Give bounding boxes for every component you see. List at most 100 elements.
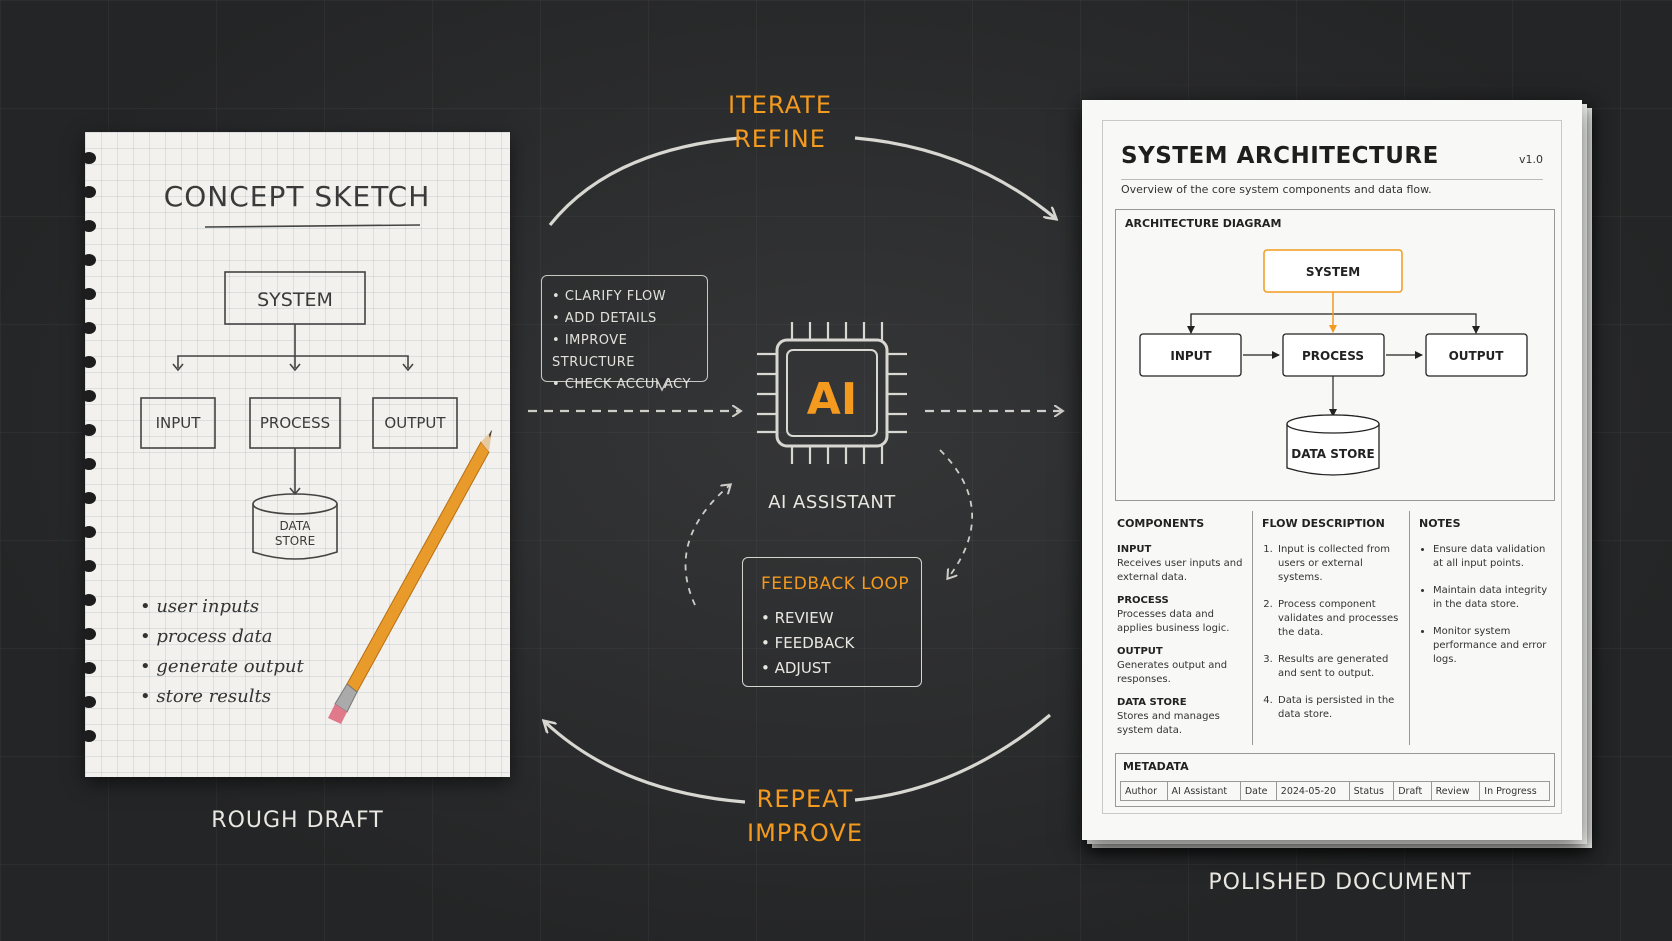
svg-text:INPUT: INPUT [1170, 349, 1212, 363]
meta-status-value: Draft [1393, 781, 1432, 801]
component-name: OUTPUT [1117, 646, 1163, 657]
sketch-datastore-line1: DATA [280, 519, 312, 533]
doc-subtitle: Overview of the core system components a… [1121, 183, 1432, 196]
svg-text:DATA STORE: DATA STORE [1291, 447, 1375, 461]
feedback-loop-box: FEEDBACK LOOP REVIEW FEEDBACK ADJUST [742, 557, 922, 687]
svg-text:DATA: DATA [280, 519, 312, 533]
svg-text:INPUT: INPUT [156, 414, 202, 432]
node-output [1425, 333, 1528, 377]
sketch-output-box: OUTPUT [384, 414, 446, 432]
svg-text:CONCEPT SKETCH: CONCEPT SKETCH [164, 180, 431, 213]
bubble-tail [655, 378, 669, 392]
repeat-improve-label: REPEAT IMPROVE [720, 782, 890, 850]
improve-text: IMPROVE [747, 819, 863, 847]
column-divider [1252, 511, 1253, 745]
meta-date-label: Date [1239, 781, 1277, 801]
svg-text:OUTPUT: OUTPUT [1449, 349, 1505, 363]
sketch-bullet: process data [140, 622, 304, 652]
iterate-refine-label: ITERATE REFINE [695, 88, 865, 156]
components-column: COMPONENTS INPUT Receives user inputs and… [1117, 517, 1245, 747]
sketch-datastore-line2: STORE [275, 534, 315, 548]
meta-author-value: AI Assistant [1166, 781, 1241, 801]
note-item: Maintain data integrity in the data stor… [1433, 584, 1551, 612]
flow-description-column: FLOW DESCRIPTION Input is collected from… [1262, 517, 1404, 735]
sketch-bullet: user inputs [140, 592, 304, 622]
polished-document-caption: POLISHED DOCUMENT [1208, 870, 1472, 895]
refine-text: REFINE [734, 125, 826, 153]
metadata-table: Author AI Assistant Date 2024-05-20 Stat… [1120, 781, 1550, 801]
polished-document: SYSTEM ARCHITECTURE v1.0 Overview of the… [1082, 100, 1582, 840]
top-arc-left [548, 136, 741, 227]
doc-title: SYSTEM ARCHITECTURE [1121, 143, 1439, 169]
svg-text:PROCESS: PROCESS [1302, 349, 1364, 363]
svg-text:OUTPUT: OUTPUT [384, 414, 446, 432]
feedback-item: ADJUST [761, 656, 854, 681]
architecture-diagram-label: ARCHITECTURE DIAGRAM [1125, 217, 1282, 230]
feedback-item: FEEDBACK [761, 631, 855, 656]
flow-step: Data is persisted in the data store. [1276, 694, 1404, 722]
sketch-bullet: generate output [140, 652, 303, 682]
suggestion-item: ADD DETAILS [552, 308, 707, 330]
repeat-text: REPEAT [756, 785, 854, 813]
sketch-title: CONCEPT SKETCH [164, 180, 431, 213]
ai-chip-label: AI [807, 374, 857, 425]
ai-assistant-caption: AI ASSISTANT [768, 492, 896, 513]
meta-review-value: In Progress [1479, 781, 1550, 801]
component-desc: Stores and manages system data. [1117, 711, 1220, 736]
component-desc: Receives user inputs and external data. [1117, 558, 1243, 583]
suggestions-bubble: CLARIFY FLOW ADD DETAILS IMPROVE STRUCTU… [541, 275, 708, 392]
bottom-arc-left [545, 722, 746, 804]
column-divider [1409, 511, 1410, 745]
loop-arc-left [684, 485, 730, 606]
top-arc-right [854, 136, 1055, 218]
flow-step: Input is collected from users or externa… [1276, 543, 1404, 585]
svg-text:SYSTEM: SYSTEM [257, 289, 333, 311]
meta-date-value: 2024-05-20 [1275, 781, 1350, 801]
bottom-arc-right [854, 713, 1052, 802]
rough-draft-caption: ROUGH DRAFT [211, 808, 384, 833]
svg-text:STORE: STORE [275, 534, 315, 548]
title-divider [1121, 179, 1543, 180]
iterate-text: ITERATE [728, 91, 832, 119]
suggestion-item: CLARIFY FLOW [552, 286, 707, 308]
feedback-item: REVIEW [761, 606, 854, 631]
suggestion-item: CHECK ACCURACY [552, 374, 707, 396]
sketch-process-box: PROCESS [260, 414, 330, 432]
suggestion-item: IMPROVE STRUCTURE [552, 330, 707, 374]
flow-description-title: FLOW DESCRIPTION [1262, 517, 1385, 530]
component-name: DATA STORE [1117, 697, 1187, 708]
svg-text:AI: AI [807, 374, 857, 425]
feedback-loop-title: FEEDBACK LOOP [761, 574, 910, 594]
svg-text:PROCESS: PROCESS [260, 414, 330, 432]
doc-version: v1.0 [1518, 153, 1543, 166]
metadata-section: METADATA Author AI Assistant Date 2024-0… [1115, 753, 1555, 807]
ai-chip-icon: AI [752, 318, 912, 468]
components-title: COMPONENTS [1117, 517, 1205, 530]
note-item: Monitor system performance and error log… [1433, 625, 1551, 667]
metadata-title: METADATA [1123, 760, 1189, 773]
meta-status-label: Status [1348, 781, 1395, 801]
svg-text:SYSTEM: SYSTEM [1306, 265, 1360, 279]
sketch-input-box: INPUT [156, 414, 202, 432]
sketch-bullet-list: user inputs process data generate output… [140, 592, 304, 712]
node-input [1139, 333, 1242, 377]
flow-step: Process component validates and processe… [1276, 598, 1404, 640]
meta-review-label: Review [1430, 781, 1481, 801]
component-desc: Generates output and responses. [1117, 660, 1228, 685]
notes-column: NOTES Ensure data validation at all inpu… [1419, 517, 1551, 680]
loop-arc-right [939, 449, 974, 578]
sketch-bullet: store results [140, 682, 304, 712]
sketch-diagram: CONCEPT SKETCH SYSTEM INPUT PROCESS OUTP… [140, 180, 492, 724]
flow-step: Results are generated and sent to output… [1276, 653, 1404, 681]
architecture-diagram: ARCHITECTURE DIAGRAM SYSTEM [1115, 209, 1555, 501]
pencil-icon [328, 430, 492, 724]
node-datastore [1286, 414, 1380, 476]
meta-author-label: Author [1120, 781, 1168, 801]
sketch-system-box: SYSTEM [257, 289, 333, 311]
note-item: Ensure data validation at all input poin… [1433, 543, 1551, 571]
component-name: PROCESS [1117, 595, 1169, 606]
component-desc: Processes data and applies business logi… [1117, 609, 1230, 634]
component-name: INPUT [1117, 544, 1152, 555]
rough-draft-notepad: CONCEPT SKETCH SYSTEM INPUT PROCESS OUTP… [82, 132, 510, 777]
